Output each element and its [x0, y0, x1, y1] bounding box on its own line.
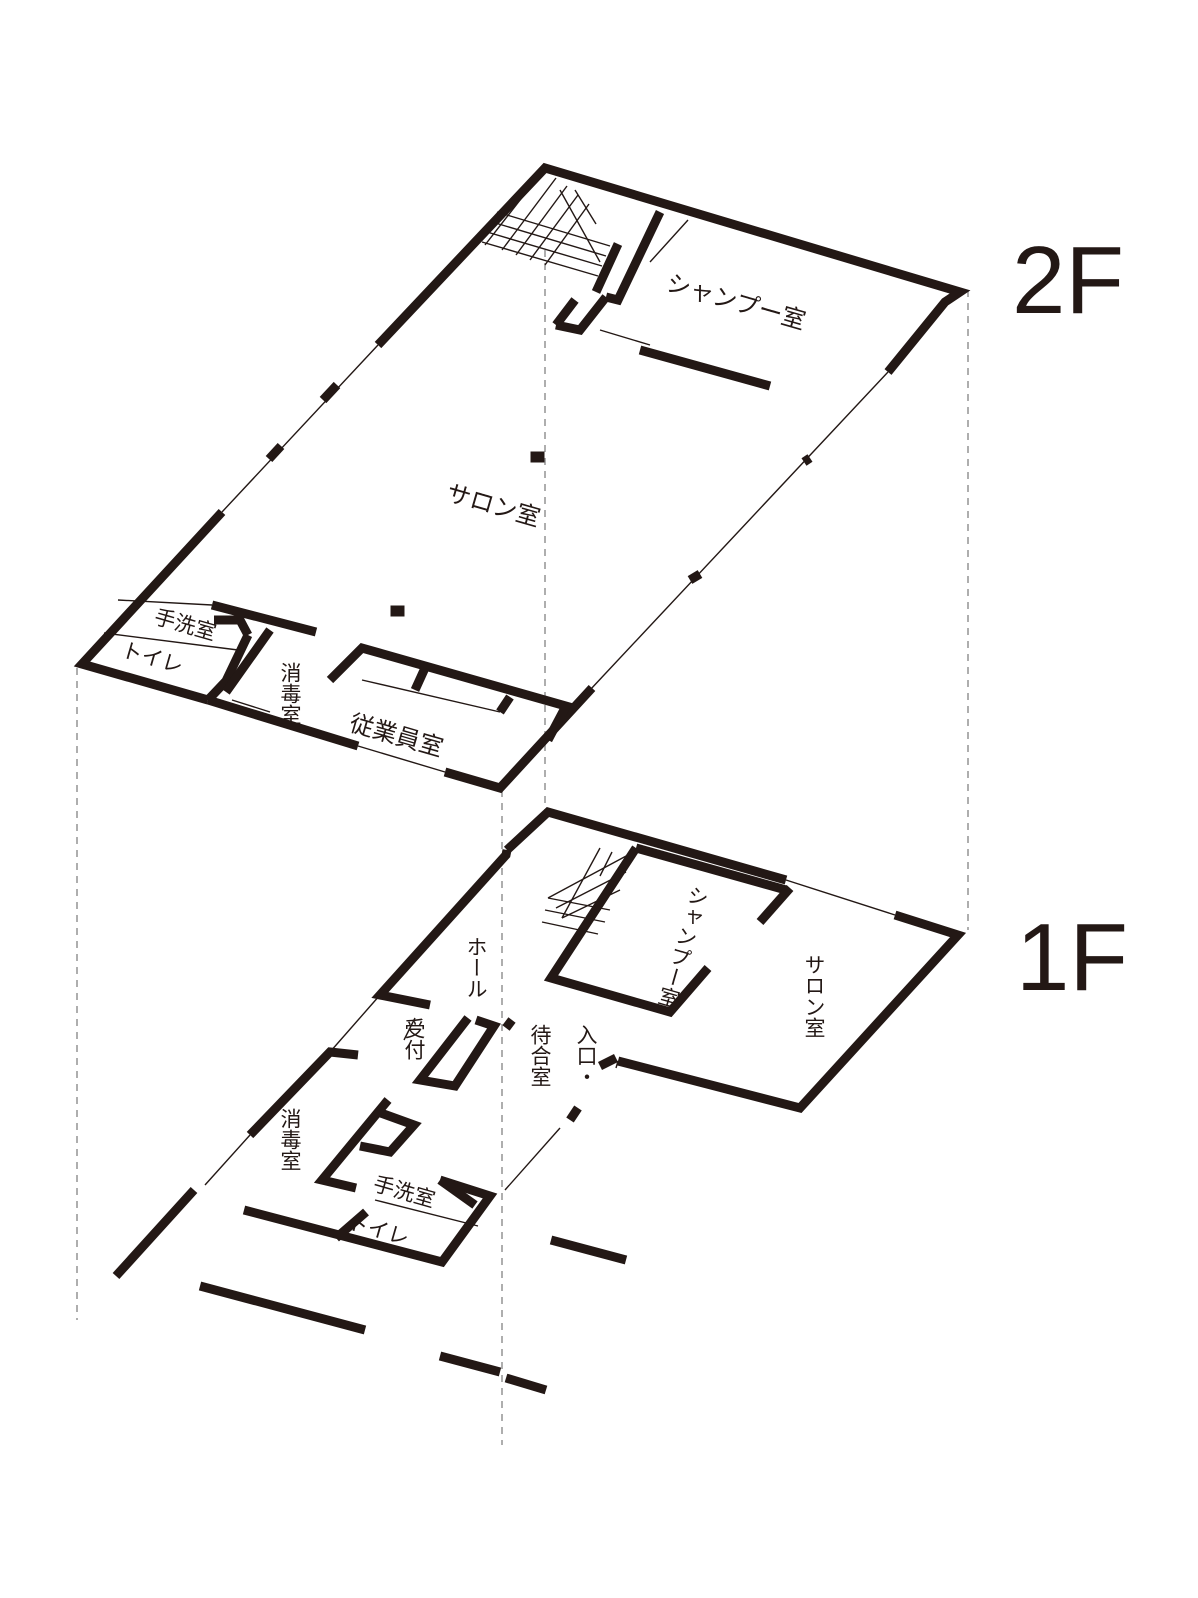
guide-lines [76, 250, 969, 1445]
1f-salon-room-label: サロン室 [802, 954, 826, 1038]
2f-shampoo-room-label: シャンプー室 [663, 269, 808, 335]
1f-handwash-wall [333, 1208, 369, 1242]
2f-stairs [481, 167, 611, 277]
2f-handwash-room-label: 手洗室 [152, 605, 219, 645]
2f-outer-wall-left [319, 381, 341, 404]
1f-hall-label: ホール [464, 936, 488, 999]
2f-outer-wall-top [374, 162, 971, 375]
1f-reception-counter [411, 1015, 501, 1091]
1f-waiting-room-label: 待合室 [528, 1024, 552, 1087]
1f-disinfection-room-label: 消毒室 [278, 1108, 302, 1171]
1f-disinfection-wall [359, 1107, 422, 1157]
2f-handwash-wall [204, 633, 253, 704]
1f-exterior-mark [198, 1281, 367, 1335]
1f-shampoo-wall [634, 843, 788, 895]
2f-outer-wall-left [73, 508, 226, 705]
2f-salon-room-label: サロン室 [443, 479, 543, 532]
1f-disinfection-wall [313, 1097, 392, 1193]
2f-toilet-room-label: トイレ [119, 638, 186, 678]
2f-handwash-wall [214, 615, 252, 638]
floor-label-2f: 2F [1012, 227, 1124, 334]
first-floor-plan [112, 806, 967, 1395]
floor-label-1f: 1F [1016, 904, 1128, 1011]
2f-disinfection-room-label: 消毒室 [278, 662, 302, 725]
1f-outer-wall-left [246, 1047, 359, 1139]
1f-outer-wall-left [371, 849, 512, 1010]
2f-shampoo-wall [555, 294, 610, 335]
1f-handwash-room-label: 手洗室 [371, 1172, 438, 1212]
2f-staff-room-label: 従業員室 [346, 709, 446, 762]
1f-outer-wall-left [112, 1186, 198, 1280]
1f-outer-wall-right [616, 910, 967, 1114]
2f-shampoo-wall [591, 242, 623, 294]
1f-exterior-mark [549, 1235, 628, 1265]
1f-shampoo-wall [543, 845, 712, 1018]
2f-column [390, 605, 405, 617]
2f-outer-wall-bottom [206, 695, 360, 751]
2f-outer-wall-left [265, 442, 285, 463]
second-floor-plan [73, 162, 971, 794]
2f-outer-wall-right [687, 570, 703, 584]
2f-column [530, 451, 545, 463]
2f-staff-wall [326, 642, 573, 743]
1f-reception-label: 受付 [402, 1018, 426, 1060]
2f-shampoo-wall [604, 210, 665, 306]
1f-entrance-label: 入口・ [574, 1024, 598, 1087]
1f-exterior-mark [438, 1351, 502, 1377]
1f-outer-wall-top [503, 806, 788, 885]
2f-handwash-wall [210, 600, 318, 637]
1f-exterior-mark [504, 1373, 548, 1395]
2f-shampoo-counter [638, 345, 772, 391]
2f-outer-wall-right [801, 454, 813, 466]
